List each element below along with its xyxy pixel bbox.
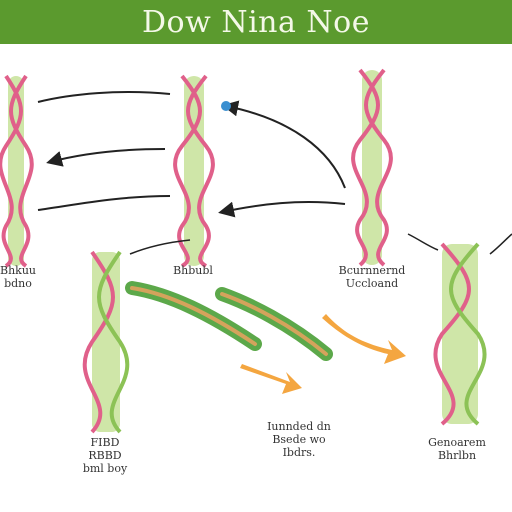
arrow-center-to-left-lower <box>37 195 171 211</box>
dna-helix-top-center <box>173 74 215 268</box>
connector-to-bottom-right <box>407 233 439 251</box>
dna-helix-bottom-left <box>82 250 130 434</box>
title-banner: Dow Nina Noe <box>0 0 512 44</box>
separated-strand-2 <box>215 287 333 361</box>
label-helix-right: Bcurnnernd Uccloand <box>338 264 406 290</box>
arrow-center-to-left-mid <box>46 148 166 167</box>
label-bottom-right: Genoarem Bhrlbn <box>428 436 486 462</box>
dna-helix-bottom-right <box>433 242 487 426</box>
dna-diagram <box>0 68 512 434</box>
label-helix-center: Bhbubl <box>173 264 213 277</box>
arrow-center-to-left-upper <box>37 91 171 103</box>
arrow-right-to-center-straight <box>218 201 346 218</box>
connector-bottom-right-right <box>489 233 512 255</box>
label-helix-left: Bhkuu bdno <box>0 264 37 290</box>
connector-bottom-left <box>129 239 191 255</box>
orange-arrow-1 <box>240 364 302 394</box>
diagram-title: Dow Nina Noe <box>142 4 370 40</box>
separated-strand-1 <box>125 281 262 351</box>
arrow-right-to-center-curve <box>222 100 346 189</box>
dna-helix-top-left <box>0 74 34 268</box>
orange-arrow-2 <box>322 314 406 364</box>
label-bottom-left: FIBD RBBD bml boy <box>82 436 128 475</box>
dna-helix-top-right <box>351 68 393 267</box>
label-bottom-middle: Iunnded dn Bsede wo Ibdrs. <box>267 420 331 459</box>
